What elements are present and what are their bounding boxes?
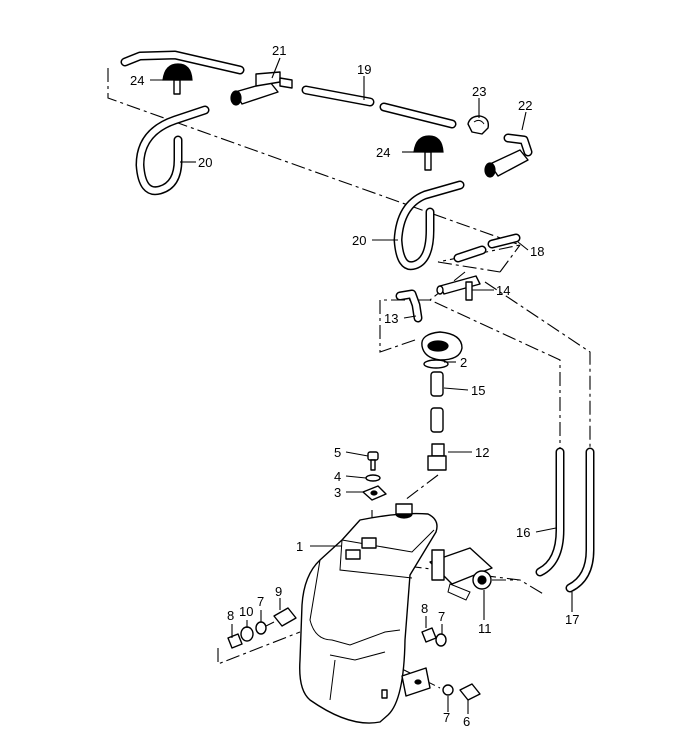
callout-7-right: 7: [438, 609, 445, 624]
callout-4: 4: [334, 469, 341, 484]
callout-20-upper: 20: [198, 155, 212, 170]
filler-cap-2: [421, 331, 463, 369]
hose-17: [565, 447, 595, 593]
elbow-22: [503, 133, 533, 157]
callout-1: 1: [296, 539, 303, 554]
callout-7-bottom: 7: [443, 710, 450, 725]
callout-7-left: 7: [257, 594, 264, 609]
upper-right-nozzle-assembly: [393, 135, 529, 271]
callout-21: 21: [272, 43, 286, 58]
upper-left-nozzle-assembly: [120, 50, 293, 196]
callout-19: 19: [357, 62, 371, 77]
callout-18: 18: [530, 244, 544, 259]
callout-23: 23: [472, 84, 486, 99]
callout-20-lower: 20: [352, 233, 366, 248]
hose-18-and-tee-14: [436, 233, 521, 301]
callout-14: 14: [496, 283, 510, 298]
callout-17: 17: [565, 612, 579, 627]
callout-24-upper-right: 24: [376, 145, 390, 160]
connector-12: [427, 443, 447, 471]
callout-12: 12: [475, 445, 489, 460]
fasteners-3-4-5: [362, 451, 387, 501]
callout-15: 15: [471, 383, 485, 398]
hose-19: [301, 85, 457, 129]
clip-23: [467, 115, 490, 135]
callout-9: 9: [275, 584, 282, 599]
callout-22: 22: [518, 98, 532, 113]
mounting-hardware-right: [421, 627, 447, 647]
callout-5: 5: [334, 445, 341, 460]
callout-16: 16: [516, 525, 530, 540]
hose-16: [535, 447, 565, 577]
leader-lines: [150, 57, 573, 714]
bottom-fasteners: [442, 683, 481, 701]
callout-24-upper-left: 24: [130, 73, 144, 88]
reservoir-1: [299, 503, 438, 724]
pipe-15: [430, 371, 444, 433]
pump-11: [429, 547, 493, 601]
callout-10: 10: [239, 604, 253, 619]
callout-labels: 24 21 19 23 22 20 24 20 18 14 13 2 15 12…: [130, 43, 579, 729]
callout-2: 2: [460, 355, 467, 370]
callout-6: 6: [463, 714, 470, 729]
callout-3: 3: [334, 485, 341, 500]
callout-11: 11: [478, 621, 492, 636]
callout-8-right: 8: [421, 601, 428, 616]
callout-8-left: 8: [227, 608, 234, 623]
callout-13: 13: [384, 311, 398, 326]
elbow-13: [395, 289, 423, 323]
